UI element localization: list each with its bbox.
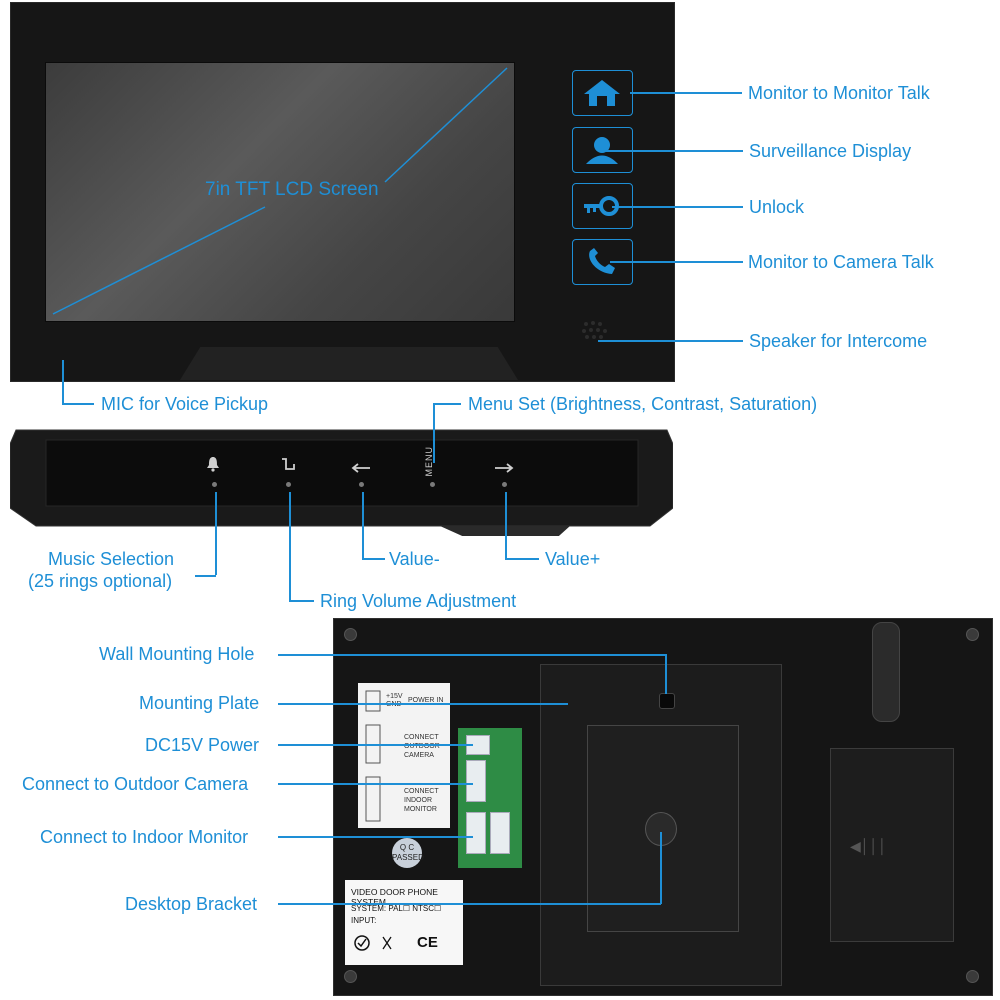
callout-value-minus: Value- xyxy=(389,549,440,569)
value-plus-button[interactable] xyxy=(502,482,507,487)
leader-line xyxy=(278,836,473,838)
leader-line xyxy=(362,558,385,560)
ring-volume-button[interactable] xyxy=(286,482,291,487)
callout-mic: MIC for Voice Pickup xyxy=(101,394,269,414)
monitor-to-monitor-button[interactable] xyxy=(572,70,633,116)
leader-line xyxy=(62,403,94,405)
screen-label: 7in TFT LCD Screen xyxy=(205,179,379,200)
callout-monitor-to-monitor: Monitor to Monitor Talk xyxy=(748,83,930,103)
callout-desktop-bracket: Desktop Bracket xyxy=(125,894,258,914)
leader-line xyxy=(610,261,743,263)
product-title: VIDEO DOOR PHONE SYSTEM xyxy=(351,887,438,907)
leader-line xyxy=(278,703,568,705)
callout-ring-volume: Ring Volume Adjustment xyxy=(320,591,517,611)
music-selection-button[interactable] xyxy=(212,482,217,487)
callout-dc15v-power: DC15V Power xyxy=(145,735,260,755)
menu-button[interactable] xyxy=(430,482,435,487)
callout-outdoor-camera: Connect to Outdoor Camera xyxy=(22,774,249,794)
product-label: VIDEO DOOR PHONE SYSTEM SYSTEM: PAL☐ NTS… xyxy=(345,880,463,965)
indoor-monitor-connector xyxy=(466,812,486,854)
arrow-left-icon: ◀│││ xyxy=(850,838,888,854)
callout-value-plus: Value+ xyxy=(545,549,601,569)
stand-notch xyxy=(180,347,518,380)
leader-line xyxy=(505,558,539,560)
input-line: INPUT: xyxy=(351,916,377,925)
leader-line xyxy=(612,206,743,208)
leader-line xyxy=(600,150,743,152)
home-icon xyxy=(584,80,620,106)
antenna xyxy=(872,622,900,722)
qc-passed-badge: Q C PASSED xyxy=(392,838,424,868)
surveillance-button[interactable] xyxy=(572,127,633,173)
indoor-monitor-label: CONNECT INDOOR MONITOR xyxy=(404,788,439,813)
leader-line xyxy=(289,600,314,602)
ring-volume-icon xyxy=(280,456,296,477)
callout-music-selection-note: (25 rings optional) xyxy=(28,571,173,591)
monitor-bottom-view xyxy=(10,429,673,536)
leader-line xyxy=(630,92,742,94)
callout-music-selection: Music Selection xyxy=(48,549,175,569)
indoor-monitor-connector xyxy=(490,812,510,854)
screw xyxy=(966,970,979,983)
screw xyxy=(344,970,357,983)
callout-monitor-to-camera: Monitor to Camera Talk xyxy=(748,252,934,272)
outdoor-camera-connector xyxy=(466,760,486,802)
cover-panel xyxy=(830,748,954,942)
ce-mark: CE xyxy=(417,934,438,951)
leader-line xyxy=(278,744,473,746)
leader-line xyxy=(433,403,461,405)
mounting-plate xyxy=(540,664,782,986)
system-line: SYSTEM: PAL☐ NTSC☐ xyxy=(351,904,442,913)
phone-icon xyxy=(589,248,615,274)
leader-line xyxy=(598,340,743,342)
screw xyxy=(344,628,357,641)
speaker-grille xyxy=(582,321,607,339)
callout-surveillance: Surveillance Display xyxy=(749,141,912,161)
outdoor-camera-label: CONNECT OUTDOOR CAMERA xyxy=(404,734,440,759)
screen-diagonal-line xyxy=(52,67,508,315)
callout-wall-mounting-hole: Wall Mounting Hole xyxy=(99,644,255,664)
arrow-left-icon xyxy=(351,460,371,478)
leader-line xyxy=(278,783,473,785)
power-in-label: POWER IN xyxy=(408,697,444,704)
power-pins-label: +15V GND xyxy=(386,693,403,708)
wall-mounting-hole xyxy=(659,693,675,709)
leader-line xyxy=(278,903,661,905)
certification-icons xyxy=(354,935,392,951)
callout-speaker: Speaker for Intercome xyxy=(749,331,928,351)
screw xyxy=(966,628,979,641)
leader-line xyxy=(505,492,507,558)
terminal-pins xyxy=(365,690,381,822)
terminal-label: +15V GND POWER IN CONNECT OUTDOOR CAMERA… xyxy=(358,683,450,828)
bell-icon xyxy=(205,456,221,477)
callout-unlock: Unlock xyxy=(749,197,805,217)
callout-mounting-plate: Mounting Plate xyxy=(139,693,260,713)
leader-line xyxy=(362,492,364,558)
value-minus-button[interactable] xyxy=(359,482,364,487)
leader-line xyxy=(660,832,662,904)
leader-line xyxy=(62,360,64,403)
leader-line xyxy=(195,575,216,577)
leader-line xyxy=(433,403,435,463)
leader-line xyxy=(289,492,291,601)
arrow-right-icon xyxy=(494,460,514,478)
leader-line xyxy=(665,654,667,694)
callout-menu-set: Menu Set (Brightness, Contrast, Saturati… xyxy=(468,394,818,414)
leader-line xyxy=(215,492,217,575)
callout-indoor-monitor: Connect to Indoor Monitor xyxy=(40,827,249,847)
person-icon xyxy=(586,137,618,164)
leader-line xyxy=(278,654,665,656)
